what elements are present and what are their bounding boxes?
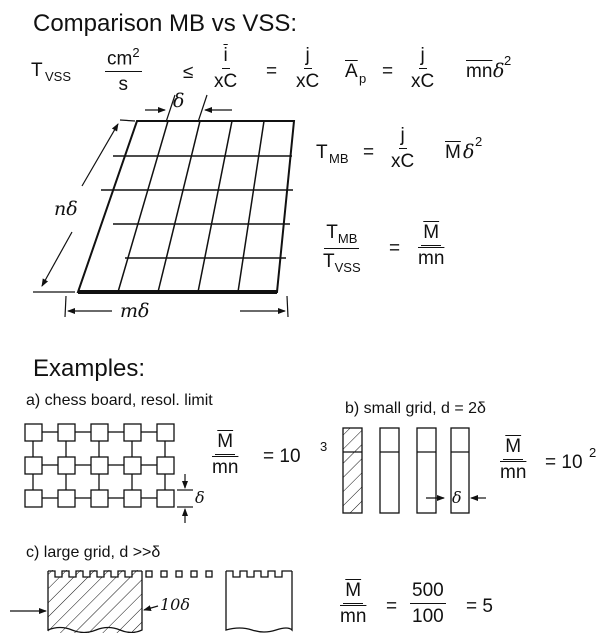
parallelogram-grid — [76, 120, 296, 294]
chess-delta-marker — [177, 474, 193, 523]
mn-denominator: mn — [340, 606, 367, 627]
vss-subscript: VSS — [334, 259, 361, 275]
delta-label: δ — [173, 90, 185, 112]
numerator-i: i — [221, 46, 230, 69]
example-c-number-fraction: 500 100 — [410, 581, 446, 626]
fraction-j-xc: j xC — [296, 46, 319, 91]
equals-sign-2: = — [382, 61, 394, 82]
fraction-m-mn: M mn — [418, 223, 444, 268]
mn-denominator: mn — [500, 462, 527, 483]
n-delta-dimension — [33, 119, 136, 293]
m-delta-dimension — [64, 295, 289, 318]
denominator-xc: xC — [391, 151, 415, 172]
delta-symbol: δ — [493, 60, 505, 82]
delta-dimension — [145, 94, 232, 123]
m-symbol: M — [445, 142, 461, 163]
example-c-dim: 10δ — [160, 595, 190, 614]
example-a-exponent: 3 — [320, 439, 328, 454]
example-c-fraction: M mn — [340, 581, 366, 626]
t-subscript: VSS — [45, 69, 72, 84]
example-a-value: = 10 — [263, 446, 301, 467]
example-a-fraction: M mn — [212, 432, 238, 477]
mn-denominator: mn — [418, 248, 445, 269]
examples-heading: Examples: — [33, 355, 146, 382]
le-sign: ≤ — [183, 62, 194, 83]
unit-numerator: cm — [107, 48, 133, 70]
unit-fraction: cm2 s — [105, 46, 142, 94]
mn-symbol: mn — [466, 61, 493, 82]
ap-symbol: A — [345, 61, 358, 82]
numerator-j: j — [398, 126, 407, 149]
delta-exponent: 2 — [504, 53, 512, 68]
example-a-label: a) chess board, resol. limit — [26, 392, 213, 409]
fraction-j-xc: j xC — [391, 126, 414, 171]
mn-denominator: mn — [212, 457, 239, 478]
t-subscript: MB — [329, 151, 349, 166]
unit-denominator: s — [118, 74, 129, 96]
example-c-result: = 5 — [466, 596, 493, 617]
fraction-i-xc: i xC — [214, 46, 237, 91]
m-numerator: M — [421, 223, 442, 246]
large-grid-block — [47, 570, 293, 633]
t-symbol: T — [31, 60, 43, 81]
chess-board-grid — [24, 423, 175, 508]
denominator-xc: xC — [411, 71, 435, 92]
large-grid-dimension — [10, 605, 159, 614]
fraction-tmb-tvss: TMB TVSS — [323, 223, 361, 274]
denominator-100: 100 — [412, 606, 444, 627]
ap-subscript: p — [359, 71, 367, 86]
denominator-xc: xC — [214, 71, 238, 92]
example-a-delta: δ — [195, 488, 205, 507]
unit-exponent: 2 — [132, 45, 140, 60]
title: Comparison MB vs VSS: — [33, 10, 298, 37]
example-b-delta: δ — [452, 488, 462, 507]
m-numerator: M — [215, 432, 236, 455]
n-delta-label: nδ — [54, 198, 78, 220]
m-numerator: M — [343, 581, 364, 604]
t-symbol: T — [316, 142, 328, 163]
example-c-equals: = — [386, 596, 398, 617]
mb-subscript: MB — [337, 230, 358, 246]
denominator-xc: xC — [296, 71, 320, 92]
fraction-j-xc-2: j xC — [411, 46, 434, 91]
example-b-exponent: 2 — [589, 445, 597, 460]
t-symbol: T — [326, 222, 338, 243]
example-c-label: c) large grid, d >>δ — [26, 544, 161, 561]
example-b-label: b) small grid, d = 2δ — [345, 400, 486, 417]
small-grid-columns — [342, 427, 470, 514]
numerator-500: 500 — [410, 581, 446, 604]
m-delta-label: mδ — [120, 300, 150, 322]
numerator-j: j — [418, 46, 427, 69]
t-symbol: T — [323, 250, 335, 272]
delta-exponent: 2 — [475, 134, 483, 149]
equals-sign: = — [266, 61, 278, 82]
equals-sign: = — [389, 238, 401, 259]
example-b-value: = 10 — [545, 452, 583, 473]
example-b-fraction: M mn — [500, 437, 526, 482]
numerator-j: j — [303, 46, 312, 69]
m-numerator: M — [503, 437, 524, 460]
equals-sign: = — [363, 142, 375, 163]
delta-symbol: δ — [463, 141, 475, 163]
